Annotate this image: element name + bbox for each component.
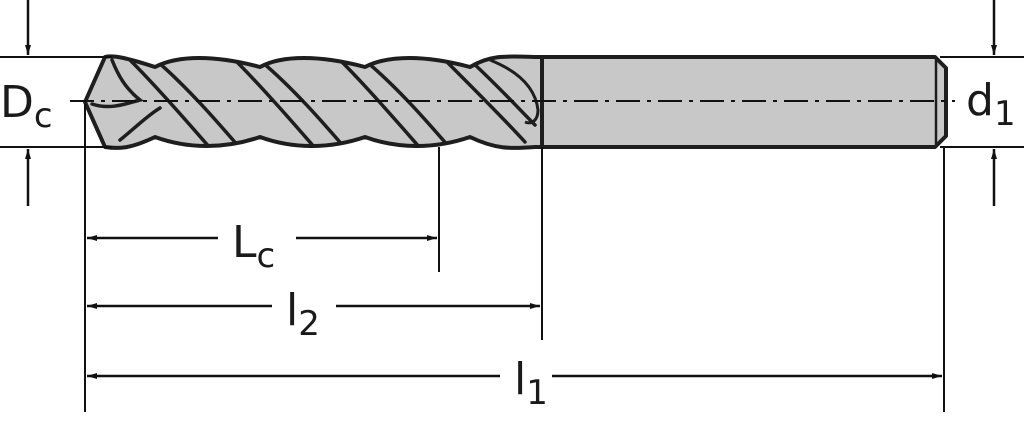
label-sub: c: [34, 96, 53, 136]
svg-text:Dc: Dc: [0, 77, 53, 136]
label-cutting-length: Lc: [232, 217, 275, 276]
svg-text:l2: l2: [286, 285, 320, 344]
label-sub: 1: [526, 373, 548, 413]
svg-text:Lc: Lc: [232, 217, 275, 276]
svg-text:l1: l1: [514, 354, 548, 413]
label-sub: 2: [298, 304, 320, 344]
diameter-extension-lines: [0, 56, 1024, 148]
label-main: D: [0, 77, 34, 128]
label-sub: 1: [994, 94, 1016, 134]
flute-helix-edges: [90, 58, 537, 148]
drill-fluted-body: [83, 54, 544, 150]
label-flute-length: l2: [286, 285, 320, 344]
label-main: d: [966, 75, 994, 126]
label-overall-length: l1: [514, 354, 548, 413]
length-extension-lines: [84, 104, 945, 412]
label-main: L: [232, 217, 257, 268]
label-main: l: [286, 285, 298, 336]
label-shank-diameter: d1: [958, 72, 1024, 134]
label-main: l: [514, 354, 526, 405]
label-cutting-diameter: Dc: [0, 70, 60, 136]
label-sub: c: [257, 236, 276, 276]
svg-text:d1: d1: [966, 75, 1016, 134]
